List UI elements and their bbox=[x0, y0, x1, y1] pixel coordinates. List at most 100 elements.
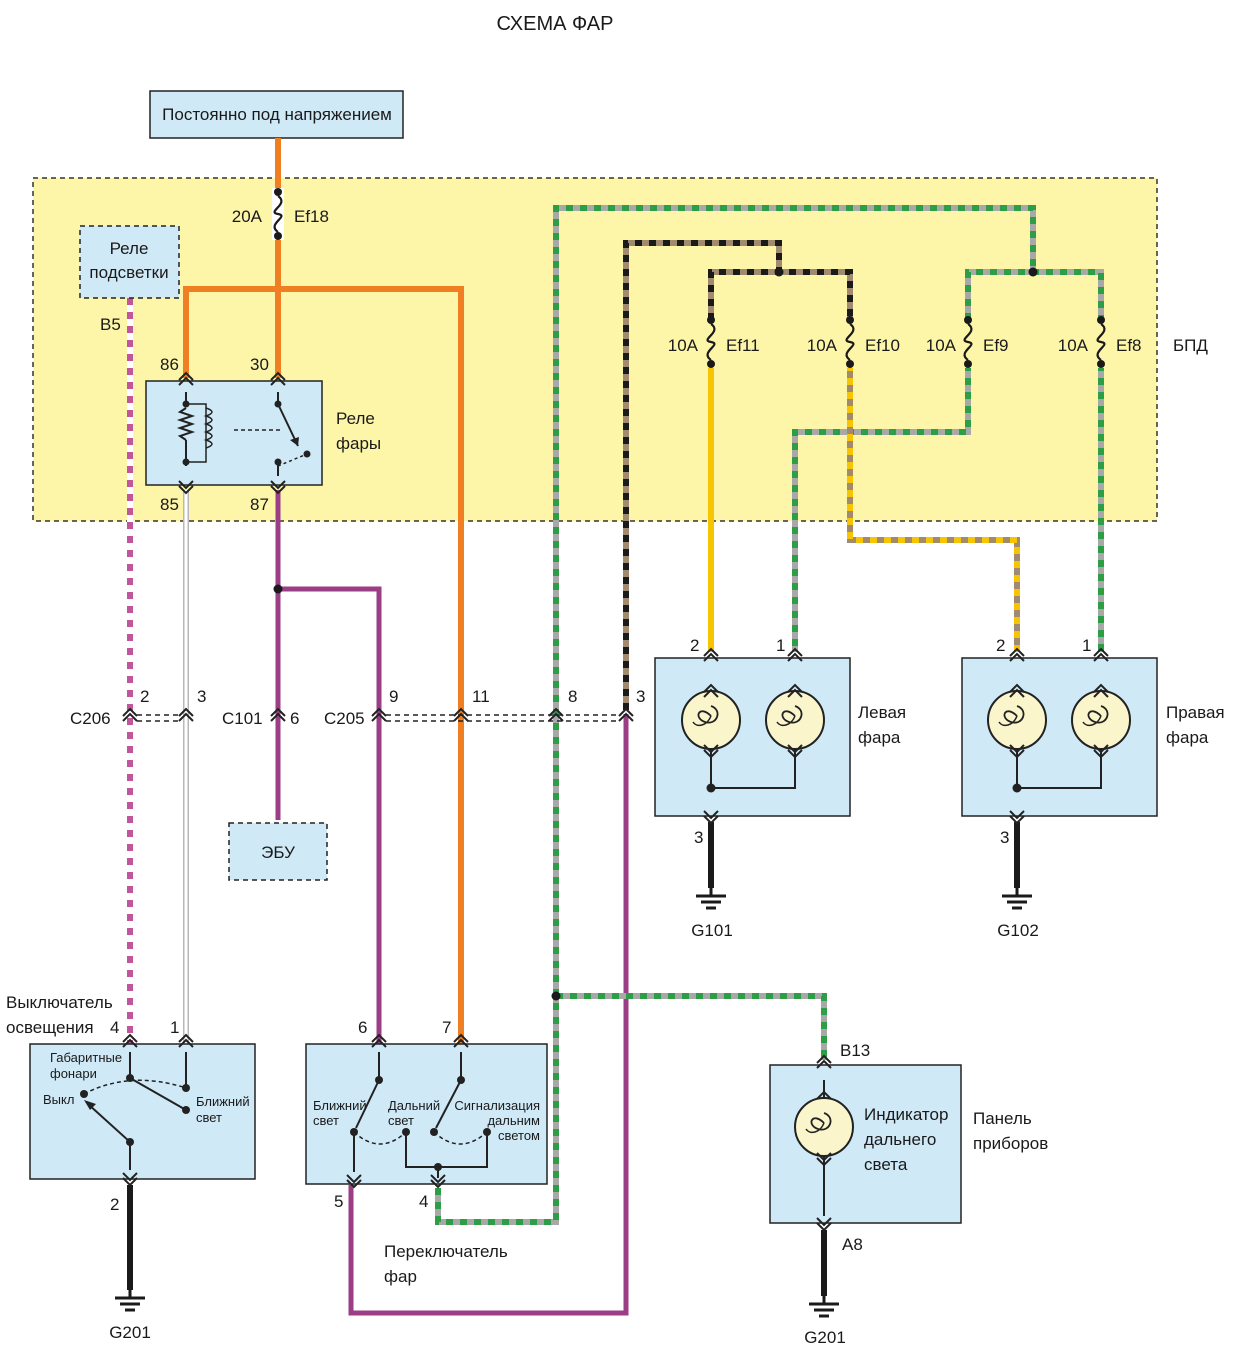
connector-c206: C206 bbox=[70, 709, 111, 728]
right-headlight-pin1: 1 bbox=[1082, 636, 1091, 655]
fuse-ef9-name: Ef9 bbox=[983, 336, 1009, 355]
connector-c205: C205 bbox=[324, 709, 365, 728]
instrument-panel-label-2: приборов bbox=[973, 1134, 1048, 1153]
light-switch-label-1: Выключатель bbox=[6, 993, 113, 1012]
instrument-panel bbox=[769, 1055, 962, 1231]
backlight-relay-label-1: Реле bbox=[110, 239, 149, 258]
left-headlight-label-1: Левая bbox=[858, 703, 906, 722]
pin-b5-label: B5 bbox=[100, 315, 121, 334]
fuse-ef10: 10A Ef10 bbox=[807, 316, 900, 368]
connector-c101: C101 bbox=[222, 709, 263, 728]
right-headlight-pin2: 2 bbox=[996, 636, 1005, 655]
headlight-switch-label-1: Переключатель bbox=[384, 1242, 508, 1261]
relay-pin-87: 87 bbox=[250, 495, 269, 514]
panel-indicator-label-3: света bbox=[864, 1155, 908, 1174]
headlight-switch-pin5: 5 bbox=[334, 1192, 343, 1211]
left-headlight-high-lamp-icon bbox=[765, 690, 825, 750]
left-headlight-pin3: 3 bbox=[694, 828, 703, 847]
relay-pin-86: 86 bbox=[160, 355, 179, 374]
light-switch-pos-parking-2: фонари bbox=[50, 1066, 97, 1081]
wires bbox=[127, 138, 1104, 1316]
left-headlight-label-2: фара bbox=[858, 728, 901, 747]
right-headlight-low-lamp-icon bbox=[987, 690, 1047, 750]
fuse-ef10-name: Ef10 bbox=[865, 336, 900, 355]
panel-pin-b13: B13 bbox=[840, 1041, 870, 1060]
left-headlight-pin1: 1 bbox=[776, 636, 785, 655]
ground-g101-label: G101 bbox=[691, 921, 733, 940]
left-headlight bbox=[654, 648, 851, 824]
left-headlight-low-lamp-icon bbox=[681, 690, 741, 750]
panel-pin-a8: A8 bbox=[842, 1235, 863, 1254]
headlight-relay bbox=[145, 372, 323, 494]
wire-purple-branch bbox=[278, 586, 382, 1044]
headlight-relay-label-2: фары bbox=[336, 434, 381, 453]
fuse-ef8-name: Ef8 bbox=[1116, 336, 1142, 355]
headlight-switch-pos-flash-1: Сигнализация bbox=[454, 1098, 540, 1113]
light-switch-pos-low-2: свет bbox=[196, 1110, 222, 1125]
connector-c205-pin11: 11 bbox=[472, 687, 490, 706]
diagram-title: СХЕМА ФАР bbox=[496, 13, 613, 35]
connector-c205-pin3: 3 bbox=[636, 687, 645, 706]
headlight-switch-pin7: 7 bbox=[442, 1018, 451, 1037]
high-beam-indicator-lamp-icon bbox=[794, 1097, 854, 1157]
ecu-box bbox=[228, 822, 328, 881]
connector-c206-pin3: 3 bbox=[197, 687, 206, 706]
fuse-ef8-rating: 10A bbox=[1058, 336, 1089, 355]
headlight-relay-box bbox=[145, 380, 323, 486]
headlight-switch-label-2: фар bbox=[384, 1267, 417, 1286]
light-switch-pin2: 2 bbox=[110, 1195, 119, 1214]
fuse-ef9-rating: 10A bbox=[926, 336, 957, 355]
right-headlight-label-2: фара bbox=[1166, 728, 1209, 747]
backlight-relay-label-2: подсветки bbox=[89, 263, 168, 282]
backlight-relay-box bbox=[79, 225, 180, 299]
instrument-panel-label-1: Панель bbox=[973, 1109, 1032, 1128]
fuse-ef18-rating: 20A bbox=[232, 207, 263, 226]
bpd-label: БПД bbox=[1173, 336, 1208, 355]
right-headlight-label-1: Правая bbox=[1166, 703, 1225, 722]
headlight-switch-pos-low-1: Ближний bbox=[313, 1098, 367, 1113]
fuse-ef11-name: Ef11 bbox=[726, 336, 760, 355]
ground-g201-panel-label: G201 bbox=[804, 1328, 846, 1347]
connector-c101-pin6: 6 bbox=[290, 709, 299, 728]
fuse-ef18-name: Ef18 bbox=[294, 207, 329, 226]
connector-dashes bbox=[137, 714, 620, 722]
fuse-ef11: 10A Ef11 bbox=[668, 316, 760, 368]
headlight-relay-label-1: Реле bbox=[336, 409, 375, 428]
right-headlight bbox=[961, 648, 1158, 824]
headlight-switch-pos-high-2: свет bbox=[388, 1113, 414, 1128]
power-box bbox=[149, 90, 404, 139]
right-headlight-pin3: 3 bbox=[1000, 828, 1009, 847]
fuse-ef10-rating: 10A bbox=[807, 336, 838, 355]
light-switch bbox=[29, 1034, 256, 1186]
light-switch-pos-off: Выкл bbox=[43, 1092, 74, 1107]
light-switch-label-2: освещения bbox=[6, 1018, 94, 1037]
ecu-label: ЭБУ bbox=[261, 843, 295, 862]
wire-graygreen-panel bbox=[556, 993, 827, 1060]
ground-g201-switch-label: G201 bbox=[109, 1323, 151, 1342]
relay-pin-30: 30 bbox=[250, 355, 269, 374]
headlight-switch-pos-flash-3: светом bbox=[498, 1128, 540, 1143]
ground-g201-switch-icon bbox=[113, 1288, 147, 1312]
connector-c205-pin8: 8 bbox=[568, 687, 577, 706]
junctions bbox=[273, 267, 1038, 1001]
fuse-ef8: 10A Ef8 bbox=[1058, 316, 1142, 368]
headlight-switch-pos-low-2: свет bbox=[313, 1113, 339, 1128]
light-switch-pin4: 4 bbox=[110, 1018, 119, 1037]
headlight-switch-pos-flash-2: дальним bbox=[487, 1113, 540, 1128]
connector-c206-pin2: 2 bbox=[140, 687, 149, 706]
headlight-switch bbox=[305, 1034, 548, 1188]
fuse-ef18: 20A Ef18 bbox=[232, 188, 329, 240]
ground-g102-label: G102 bbox=[997, 921, 1039, 940]
power-box-label: Постоянно под напряжением bbox=[162, 105, 392, 124]
left-headlight-pin2: 2 bbox=[690, 636, 699, 655]
relay-pin-85: 85 bbox=[160, 495, 179, 514]
left-headlight-box bbox=[654, 657, 851, 817]
headlight-switch-box bbox=[305, 1043, 548, 1185]
wire-purple-return bbox=[348, 714, 629, 1316]
panel-indicator-label-1: Индикатор bbox=[864, 1105, 948, 1124]
fuse-ef11-rating: 10A bbox=[668, 336, 699, 355]
ground-g201-panel-icon bbox=[807, 1294, 841, 1318]
right-headlight-box bbox=[961, 657, 1158, 817]
headlight-switch-pos-high-1: Дальний bbox=[388, 1098, 440, 1113]
